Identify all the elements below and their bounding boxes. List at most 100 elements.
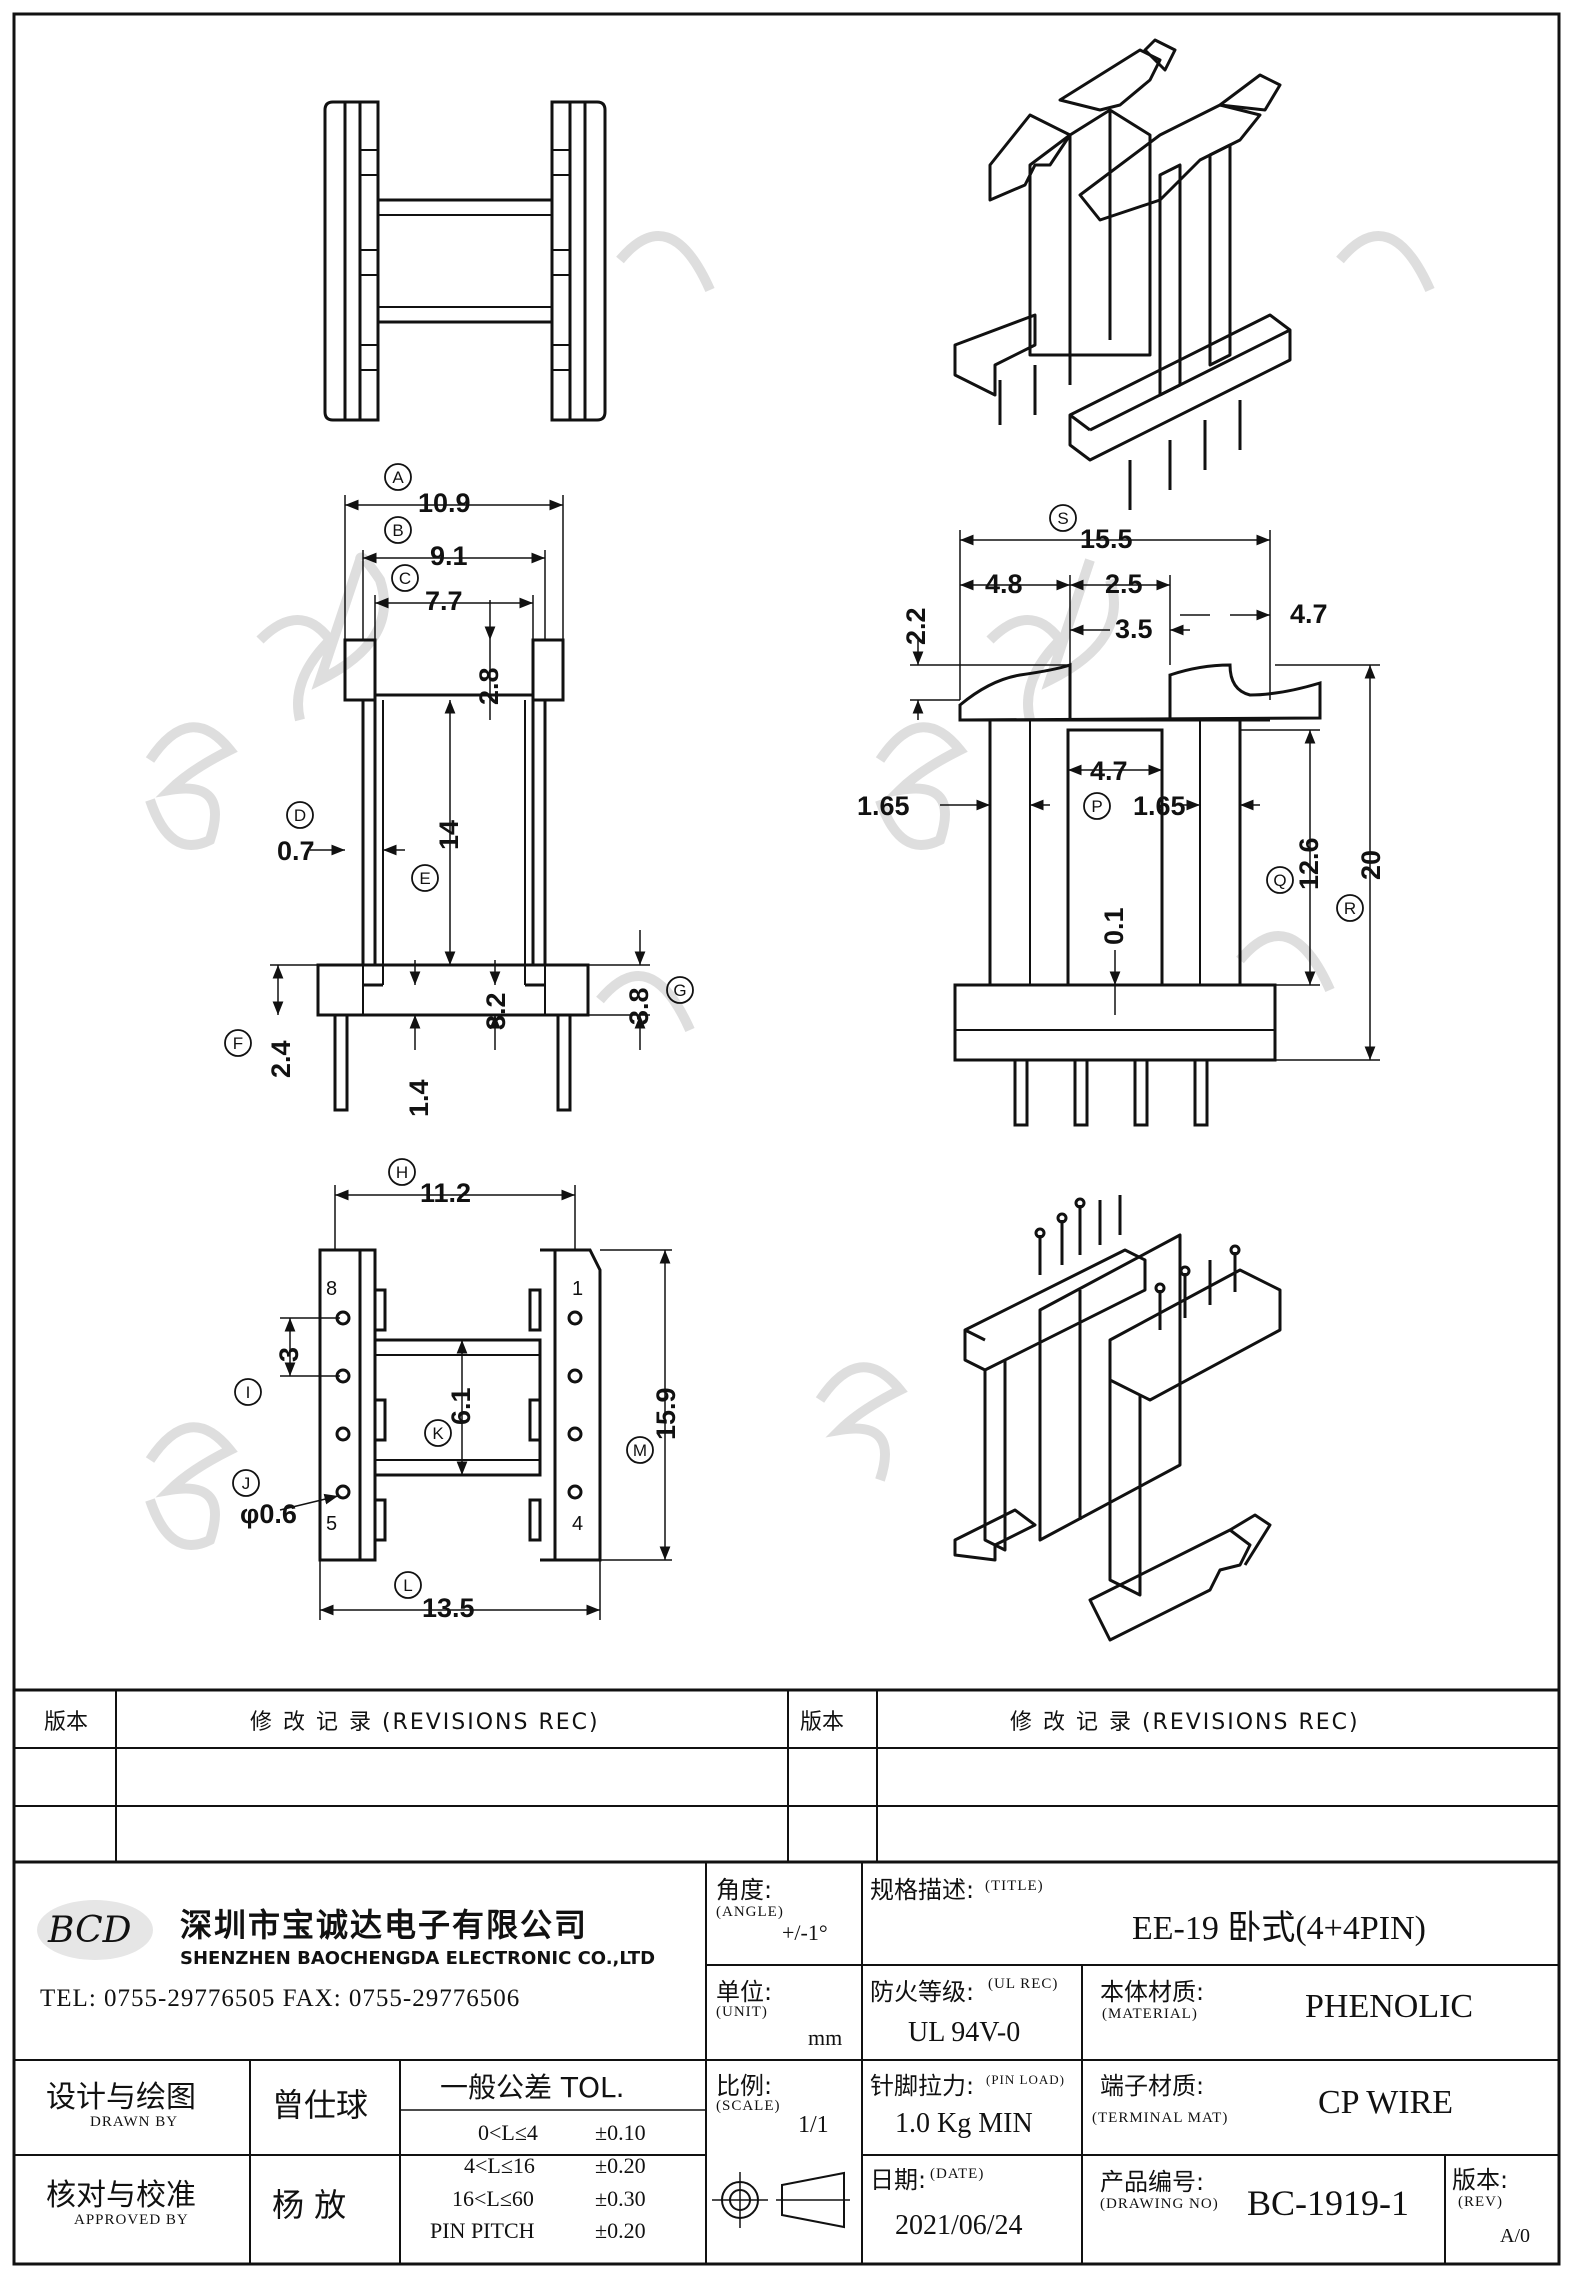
dim-bottom-14-value: 1.4 — [404, 1079, 434, 1117]
dim-gap-01-value: 0.1 — [1099, 907, 1129, 945]
dim-j-value: φ0.6 — [240, 1499, 297, 1529]
reference-circles — [224, 463, 1364, 1599]
ref-letter-k: K — [432, 1424, 444, 1443]
dim-s47-value: 4.7 — [1290, 599, 1328, 629]
ref-letter-p: P — [1091, 797, 1102, 816]
tol-row-3-value: ±0.30 — [595, 2186, 646, 2211]
terminal-value: CP WIRE — [1318, 2084, 1454, 2121]
tol-row-4-range: PIN PITCH — [430, 2218, 535, 2243]
dim-s22-value: 2.2 — [901, 607, 931, 645]
dim-s25-value: 2.5 — [1105, 569, 1143, 599]
ref-letter-i: I — [246, 1383, 251, 1402]
dim-left-165-value: 1.65 — [857, 791, 910, 821]
pin-load-label: 针脚拉力: — [870, 2072, 975, 2100]
tol-row-3-range: 16<L≤60 — [452, 2186, 534, 2211]
dim-f-value: 2.4 — [266, 1040, 296, 1078]
title-value: EE-19 卧式(4+4PIN) — [1132, 1910, 1426, 1947]
drawing-no-label: 产品编号: — [1100, 2168, 1205, 2196]
front-view — [953, 662, 1322, 1127]
dim-top-flange-value: 2.8 — [474, 667, 504, 705]
company-logo: BCD — [37, 1900, 153, 1960]
dim-g-value: 3.8 — [624, 987, 654, 1025]
dim-right-165-value: 1.65 — [1133, 791, 1186, 821]
iso-view-bottom — [953, 1195, 1282, 1642]
terminal-label: 端子材质: — [1100, 2072, 1205, 2100]
drawn-by-label: 设计与绘图 — [46, 2080, 196, 2115]
unit-label: 单位: — [716, 1978, 773, 2006]
scale-label: 比例: — [716, 2072, 773, 2100]
pin-number-4: 4 — [572, 1513, 583, 1535]
ref-letter-g: G — [673, 981, 686, 1000]
ul-label-en: (UL REC) — [988, 1976, 1059, 1992]
rev-header-right: 版本 — [800, 1710, 845, 1735]
pin-load-value: 1.0 Kg MIN — [895, 2108, 1033, 2139]
rev-label: 版本: — [1452, 2166, 1509, 2194]
dimension-values: 10.9 9.1 7.7 2.8 0.7 14 2.4 1.4 3.2 3.8 … — [240, 488, 1386, 1623]
dim-i-value: 3 — [274, 1347, 304, 1362]
company-name-en: SHENZHEN BAOCHENGDA ELECTRONIC CO.,LTD — [180, 1948, 656, 1969]
scale-label-en: (SCALE) — [716, 2098, 781, 2114]
pin-number-5: 5 — [326, 1513, 337, 1535]
dim-p-value: 4.7 — [1090, 756, 1128, 786]
tol-row-1-range: 0<L≤4 — [478, 2120, 538, 2145]
ref-letter-h: H — [396, 1163, 408, 1182]
terminal-label-en: (TERMINAL MAT) — [1092, 2110, 1229, 2126]
dim-s48-value: 4.8 — [985, 569, 1023, 599]
ref-letter-m: M — [633, 1441, 647, 1460]
scale-value: 1/1 — [798, 2112, 829, 2138]
ul-label: 防火等级: — [870, 1978, 975, 2006]
side-view — [316, 638, 590, 1112]
tol-row-2-value: ±0.20 — [595, 2153, 646, 2178]
rev-header-mid-right: 修 改 记 录 (REVISIONS REC) — [1010, 1710, 1360, 1735]
dim-s-value: 15.5 — [1080, 524, 1133, 554]
title-block-grid — [14, 1688, 1559, 2264]
material-label-en: (MATERIAL) — [1102, 2006, 1198, 2022]
approved-by-label: 核对与校准 — [46, 2178, 196, 2213]
tolerance-label: 一般公差 TOL. — [440, 2071, 625, 2104]
material-label: 本体材质: — [1100, 1978, 1205, 2006]
date-value: 2021/06/24 — [895, 2210, 1023, 2241]
dim-m-value: 15.9 — [651, 1387, 681, 1440]
pin-load-label-en: (PIN LOAD) — [986, 2072, 1065, 2087]
tol-row-1-value: ±0.10 — [595, 2120, 646, 2145]
top-view — [323, 100, 607, 422]
iso-view-top — [953, 38, 1292, 510]
dimension-lines — [270, 495, 1380, 1620]
ref-letter-a: A — [392, 468, 404, 487]
date-label-en: (DATE) — [930, 2166, 985, 2182]
sheet-border — [12, 12, 1561, 2266]
dim-q-value: 12.6 — [1294, 837, 1324, 890]
approved-by-value: 杨 放 — [272, 2186, 347, 2224]
ref-letter-r: R — [1344, 899, 1356, 918]
dim-a-value: 10.9 — [418, 488, 471, 518]
dim-l-value: 13.5 — [422, 1593, 475, 1623]
angle-value: +/-1° — [782, 1920, 828, 1945]
unit-label-en: (UNIT) — [716, 2004, 768, 2020]
drawing-no-label-en: (DRAWING NO) — [1100, 2196, 1219, 2212]
drawn-by-value: 曾仕球 — [272, 2086, 369, 2124]
ul-value: UL 94V-0 — [908, 2017, 1021, 2048]
ref-letter-q: Q — [1273, 871, 1286, 890]
ref-letter-j: J — [242, 1474, 251, 1493]
dim-h-value: 11.2 — [420, 1178, 471, 1208]
ref-letter-s: S — [1057, 509, 1068, 528]
ref-letter-l: L — [403, 1576, 412, 1595]
tel-fax: TEL: 0755-29776505 FAX: 0755-29776506 — [40, 1985, 521, 2012]
ref-letter-d: D — [294, 806, 306, 825]
pin-numbers: 8 1 5 4 — [326, 1278, 583, 1535]
ref-letter-c: C — [399, 569, 411, 588]
company-name-cn: 深圳市宝诚达电子有限公司 — [180, 1906, 589, 1944]
title-label-en: (TITLE) — [985, 1878, 1044, 1894]
rev-header-mid-left: 修 改 记 录 (REVISIONS REC) — [250, 1710, 600, 1735]
rev-label-en: (REV) — [1458, 2194, 1503, 2210]
pin-number-1: 1 — [572, 1278, 583, 1300]
angle-label: 角度: — [716, 1876, 773, 1904]
pin-number-8: 8 — [326, 1278, 337, 1300]
watermark — [145, 231, 1435, 1550]
drawn-by-label-en: DRAWN BY — [90, 2114, 179, 2130]
tol-row-4-value: ±0.20 — [595, 2218, 646, 2243]
title-label: 规格描述: — [870, 1876, 975, 1904]
logo-text: BCD — [47, 1910, 132, 1951]
reference-letters: A B C D E F G S P Q R H I K M J L — [233, 468, 1356, 1595]
